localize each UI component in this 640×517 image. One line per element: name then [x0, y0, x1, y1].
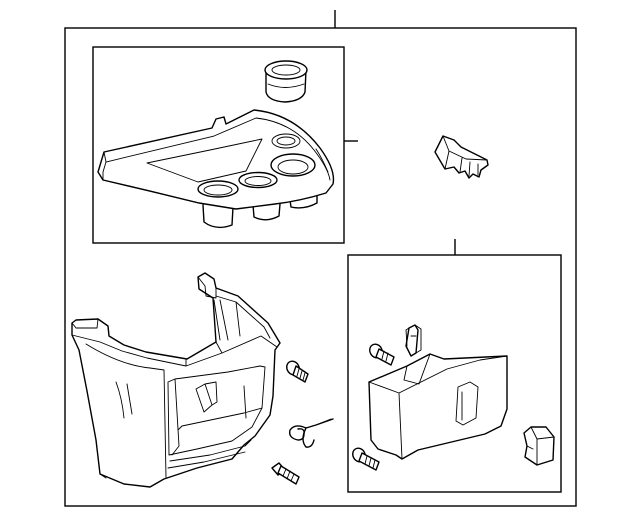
cup-holder-insert — [264, 60, 308, 103]
screw-upper-right — [369, 343, 395, 366]
end-cap — [523, 426, 555, 466]
outer-frame — [64, 27, 577, 507]
bolt-bottom — [271, 462, 300, 485]
wire-harness-hook — [288, 418, 334, 448]
bracket-clip — [405, 324, 422, 357]
retaining-clip — [434, 135, 489, 179]
console-body — [71, 272, 281, 488]
storage-bin — [368, 353, 508, 460]
screw-lower-right — [352, 447, 380, 471]
upper-subassembly-box — [92, 46, 345, 244]
cup-holder-tray — [97, 109, 335, 229]
screw-middle — [286, 360, 309, 383]
